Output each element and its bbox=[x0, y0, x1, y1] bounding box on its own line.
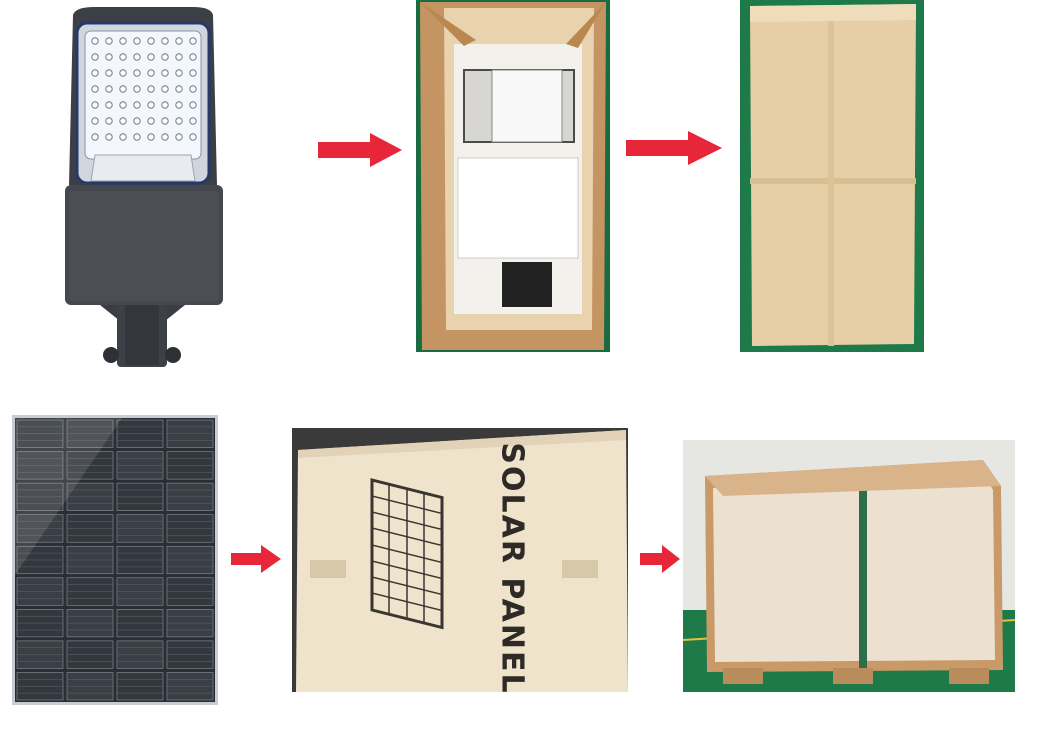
arrow-right-icon bbox=[626, 131, 722, 165]
carton-label: SOLAR PANEL bbox=[492, 442, 532, 694]
open-box-icon bbox=[416, 0, 610, 352]
carton-label-text: SOLAR PANEL bbox=[494, 441, 530, 695]
labeled-box-icon bbox=[292, 428, 628, 692]
sealed-carton-photo bbox=[740, 0, 924, 352]
arrow-right-icon bbox=[231, 545, 281, 573]
closed-box-icon bbox=[740, 0, 924, 352]
wooden-crate-photo bbox=[683, 440, 1015, 692]
arrow-right-icon bbox=[640, 545, 680, 573]
solar-panel-carton-photo bbox=[292, 428, 628, 692]
solar-panel-photo bbox=[12, 415, 218, 705]
crate-icon bbox=[683, 440, 1015, 692]
led-street-light-photo bbox=[55, 5, 230, 370]
open-carton-photo bbox=[416, 0, 610, 352]
arrow-right-icon bbox=[318, 133, 402, 167]
solar-panel-icon bbox=[12, 415, 218, 705]
street-light-icon bbox=[65, 7, 223, 367]
